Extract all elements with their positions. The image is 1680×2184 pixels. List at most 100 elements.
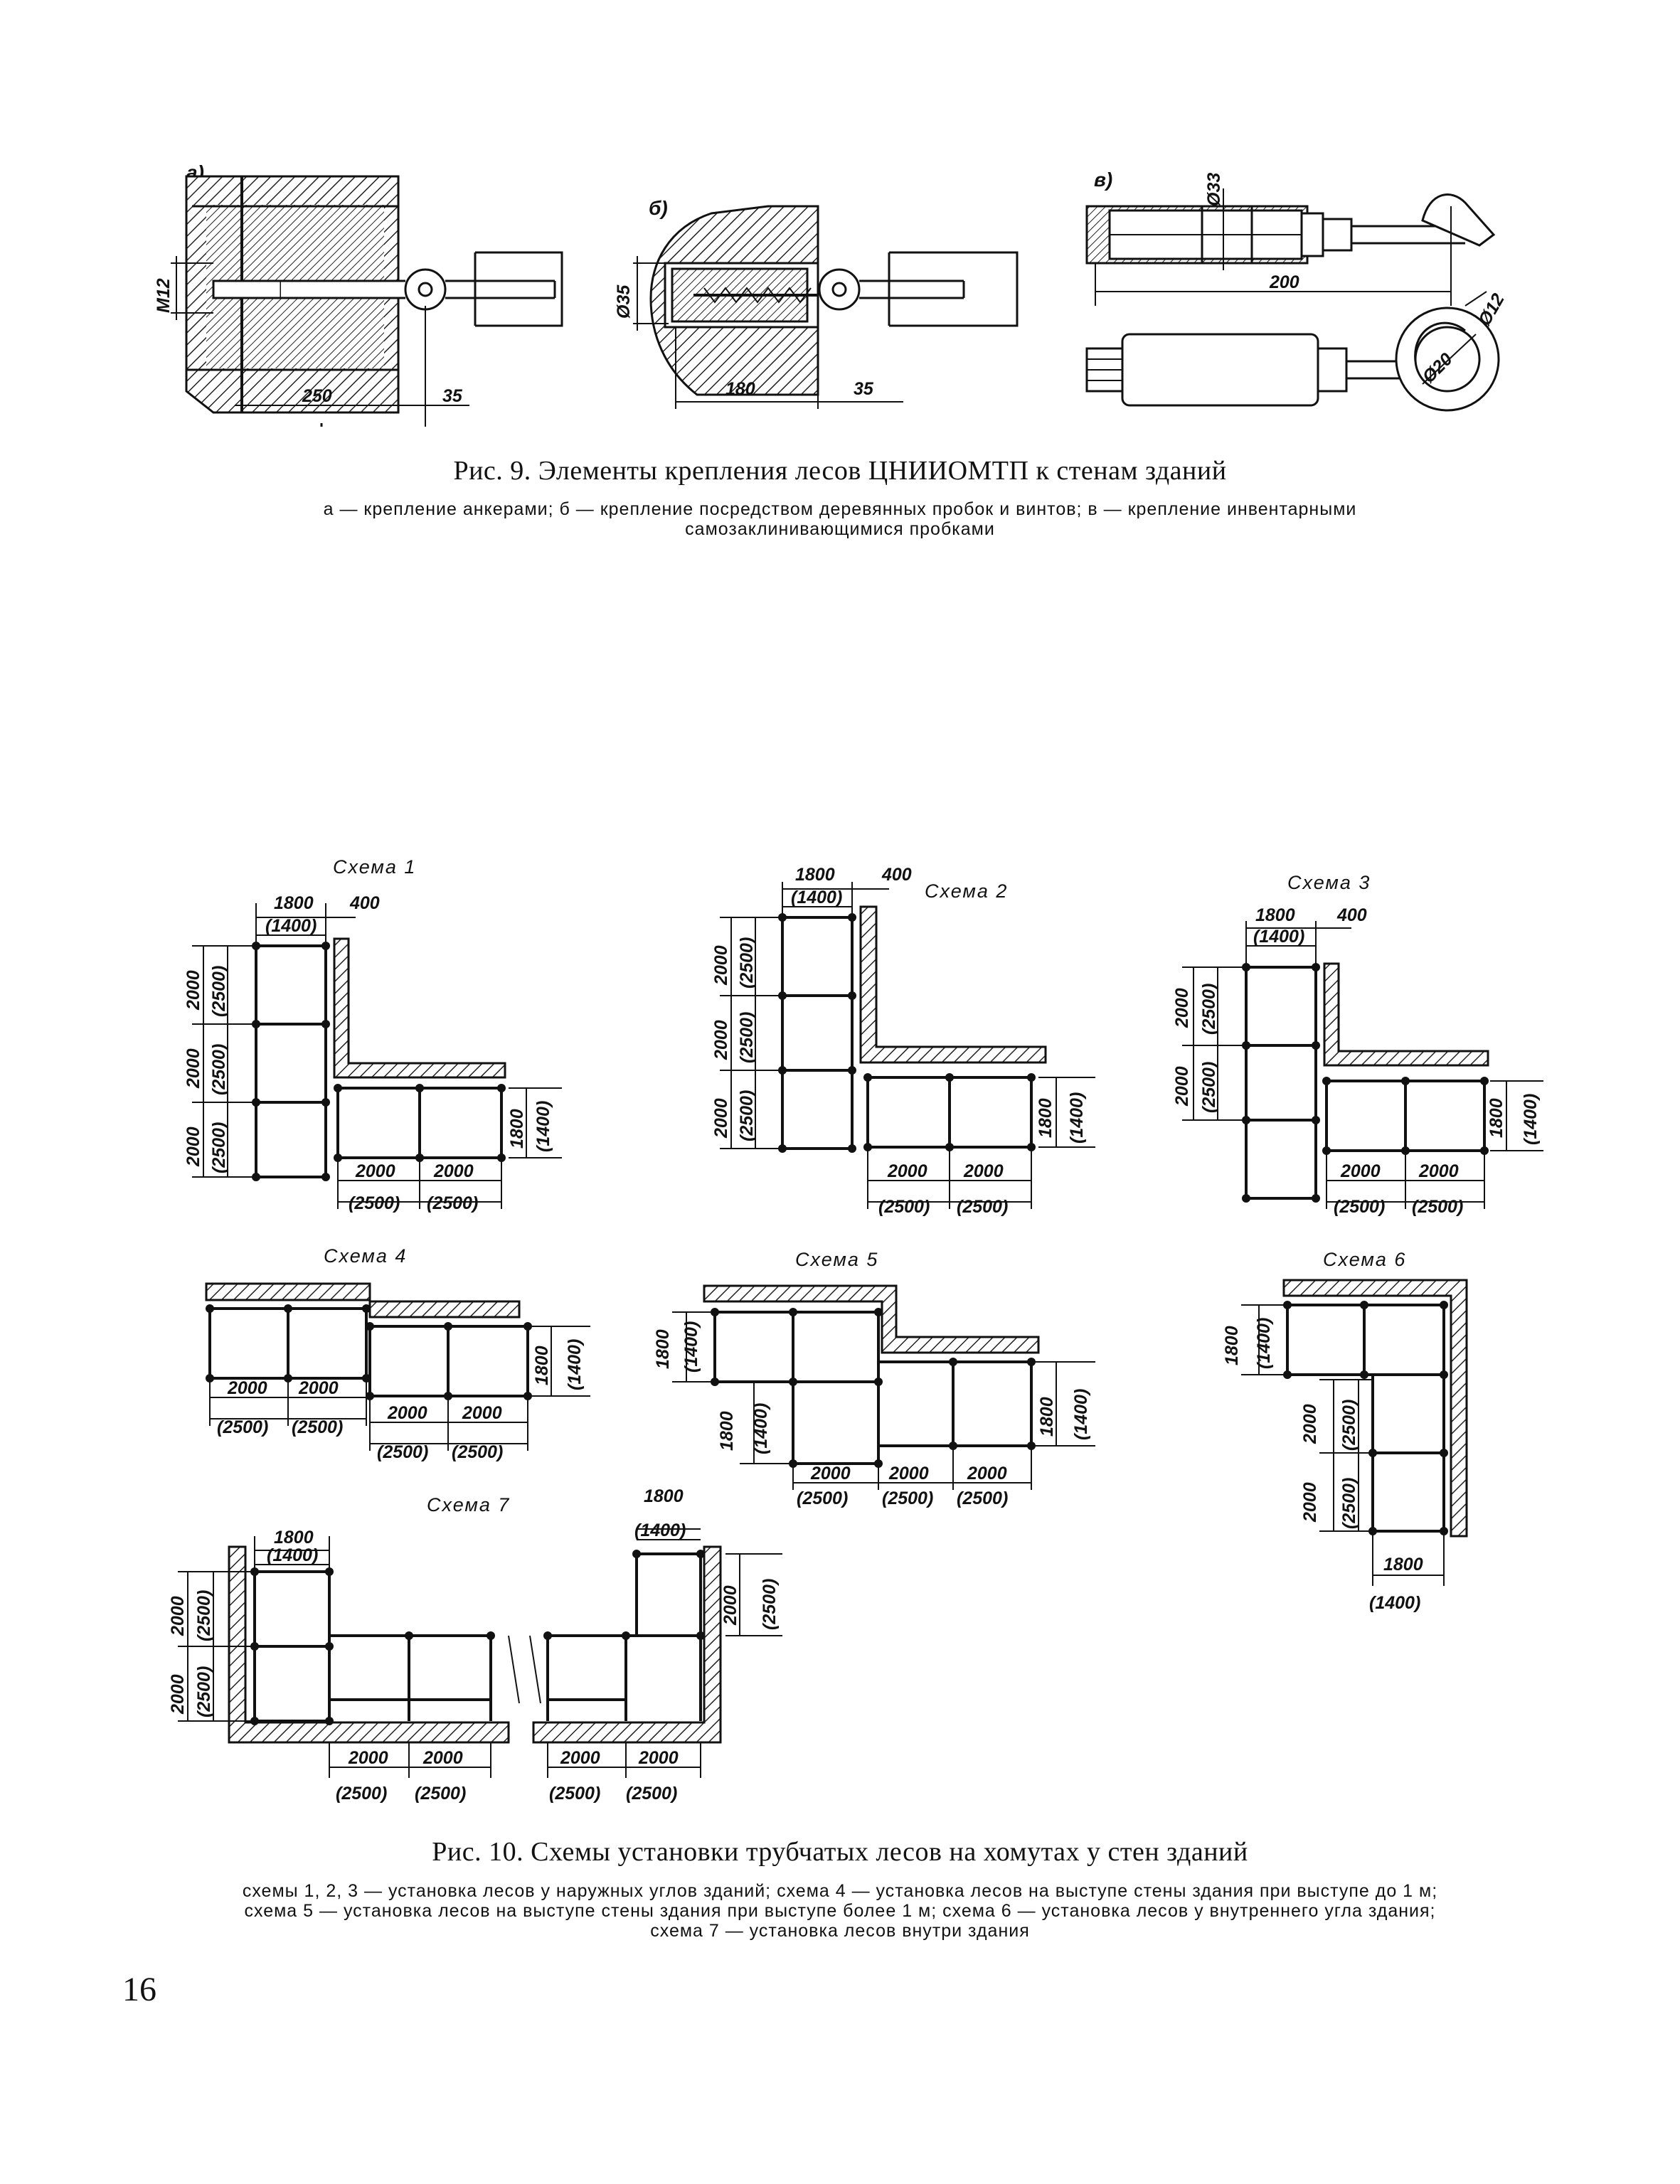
clamp-dots xyxy=(206,913,1489,1725)
clamp-dot xyxy=(444,1322,452,1331)
fig10-caption: Рис. 10. Схемы установки трубчатых лесов… xyxy=(432,1837,1248,1867)
clamp-dot xyxy=(696,1631,705,1640)
s2-v2000-2: 2000 xyxy=(711,1020,731,1060)
clamp-dot xyxy=(405,1631,413,1640)
s1-r1800: 1800 xyxy=(507,1109,527,1149)
clamp-dot xyxy=(778,913,787,922)
s2-d400: 400 xyxy=(881,865,912,885)
s1-d1400: (1400) xyxy=(265,916,317,936)
s2-r1400: (1400) xyxy=(1067,1092,1087,1144)
fig9-legend-line2: самозаклинивающимися пробками xyxy=(685,519,995,539)
fig9-detail-v: в) Ø33 200 Ø12 Ø20 xyxy=(1085,169,1509,412)
clamp-dot xyxy=(366,1322,374,1331)
clamp-dot xyxy=(415,1154,424,1162)
s1-h2500-2: (2500) xyxy=(427,1193,478,1213)
s5-h2000-3: 2000 xyxy=(967,1464,1007,1483)
s2-d1800: 1800 xyxy=(795,865,835,885)
s1-h2000-1: 2000 xyxy=(355,1161,395,1181)
clamp-dot xyxy=(1312,963,1320,971)
s7-h2500-2: (2500) xyxy=(415,1784,466,1804)
s3-r1800: 1800 xyxy=(1487,1098,1506,1138)
clamp-dot xyxy=(848,1066,856,1075)
clamp-dot xyxy=(949,1442,957,1450)
s5-h2000-2: 2000 xyxy=(888,1464,929,1483)
s7-h2500-4: (2500) xyxy=(626,1784,677,1804)
clamp-dot xyxy=(366,1392,374,1400)
s3-h2000-2: 2000 xyxy=(1418,1161,1459,1181)
s5-h2500-1: (2500) xyxy=(797,1488,848,1508)
clamp-dot xyxy=(206,1374,214,1383)
s7-v2000-3: 2000 xyxy=(721,1585,740,1626)
s1-v2000-2: 2000 xyxy=(184,1048,203,1089)
schema-1-title: Схема 1 xyxy=(333,856,416,878)
schema-2-title: Схема 2 xyxy=(925,880,1008,902)
clamp-dot xyxy=(632,1550,641,1558)
fig10-legend-line1: схемы 1, 2, 3 — установка лесов у наружн… xyxy=(242,1881,1438,1901)
clamp-dot xyxy=(1242,1116,1250,1124)
clamp-dot xyxy=(1312,1041,1320,1050)
clamp-dot xyxy=(1242,1041,1250,1050)
s3-v2000-1: 2000 xyxy=(1172,988,1192,1028)
s3-h2000-1: 2000 xyxy=(1340,1161,1381,1181)
s2-v2500-3: (2500) xyxy=(737,1090,757,1141)
clamp-dot xyxy=(848,1144,856,1153)
clamp-dot xyxy=(789,1308,797,1316)
s7-v2500-1: (2500) xyxy=(194,1590,214,1641)
fig9-detail-b: б) Ø35 180 35 xyxy=(614,197,1019,409)
clamp-dot xyxy=(1401,1146,1410,1155)
fig9-dim-250: 250 xyxy=(302,386,332,406)
s5-h2000-1: 2000 xyxy=(810,1464,851,1483)
s7-h2000-2: 2000 xyxy=(422,1748,463,1768)
s5-v1400-1: (1400) xyxy=(681,1321,701,1373)
s5-h2500-2: (2500) xyxy=(882,1488,933,1508)
fig10-schema-5: Схема 5 1800 (1400) 1800 (1400) 2000 200… xyxy=(653,1249,1095,1508)
s7-h2500-3: (2500) xyxy=(549,1784,600,1804)
clamp-dot xyxy=(1440,1370,1448,1379)
s2-v2500-2: (2500) xyxy=(737,1012,757,1063)
clamp-dot xyxy=(1027,1358,1036,1366)
s7-h2000-1: 2000 xyxy=(348,1748,388,1768)
s6-b1800: 1800 xyxy=(1383,1555,1423,1575)
clamp-dot xyxy=(252,942,260,950)
clamp-dot xyxy=(1283,1301,1292,1309)
clamp-dot xyxy=(1322,1077,1331,1085)
clamp-dot xyxy=(523,1392,532,1400)
clamp-dot xyxy=(284,1304,292,1313)
s6-v2500-1: (2500) xyxy=(1339,1400,1359,1451)
clamp-dot xyxy=(711,1308,719,1316)
s7-d1800-2: 1800 xyxy=(644,1486,684,1506)
s7-d1400-2: (1400) xyxy=(634,1520,686,1540)
clamp-dot xyxy=(321,1020,330,1028)
clamp-dot xyxy=(252,1098,260,1107)
s2-h2500-2: (2500) xyxy=(957,1197,1008,1217)
s4-r1800: 1800 xyxy=(532,1346,552,1385)
s2-h2500-1: (2500) xyxy=(878,1197,930,1217)
clamp-dot xyxy=(874,1378,883,1386)
fig10-schema-6: Схема 6 1800 (1400) 2000 (2500) 2000 (25… xyxy=(1222,1249,1468,1613)
clamp-dot xyxy=(874,1459,883,1468)
fig10-schema-2: Схема 2 1800 400 (1400) 2000 (2500) 2000… xyxy=(711,865,1095,1217)
s7-v2000-2: 2000 xyxy=(168,1674,188,1715)
fig10-legend-line2: схема 5 — установка лесов на выступе сте… xyxy=(244,1901,1436,1921)
s7-h2000-3: 2000 xyxy=(560,1748,600,1768)
s1-d400: 400 xyxy=(349,893,380,913)
fig9-dim-180: 180 xyxy=(725,379,755,399)
clamp-dot xyxy=(789,1459,797,1468)
s6-v1400: (1400) xyxy=(1254,1318,1274,1369)
clamp-dot xyxy=(206,1304,214,1313)
s1-v2500-1: (2500) xyxy=(209,966,229,1017)
fig9-dim-35a: 35 xyxy=(442,386,463,406)
s2-d1400: (1400) xyxy=(791,888,842,907)
clamp-dot xyxy=(863,1073,872,1082)
clamp-dot xyxy=(696,1550,705,1558)
s4-h2000-2: 2000 xyxy=(298,1378,339,1398)
clamp-dot xyxy=(622,1631,630,1640)
fig10-schema-7: Схема 7 1800 (1400) 1800 (1400) 2000 (25… xyxy=(168,1486,782,1804)
fig9-dim-35b: 35 xyxy=(854,379,874,399)
s2-r1800: 1800 xyxy=(1036,1098,1056,1138)
schema-4-title: Схема 4 xyxy=(324,1245,407,1267)
s1-d1800: 1800 xyxy=(274,893,314,913)
fig9-label-b: б) xyxy=(649,197,668,219)
fig9-legend-line1: а — крепление анкерами; б — крепление по… xyxy=(323,499,1357,519)
clamp-dot xyxy=(1027,1442,1036,1450)
